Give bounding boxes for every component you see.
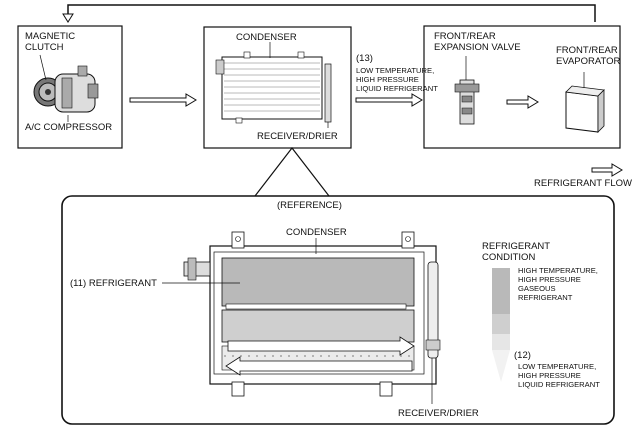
flow-arrow-3 bbox=[506, 95, 539, 109]
refrigerant-condition-scale bbox=[492, 268, 510, 382]
reference-condenser-label: CONDENSER bbox=[286, 227, 347, 238]
flow-arrow-2 bbox=[355, 93, 423, 107]
refrigerant-flow-legend-arrow bbox=[591, 163, 623, 177]
condenser-detail-illustration bbox=[162, 231, 441, 404]
refrigerant-condition-label: REFRIGERANT CONDITION bbox=[482, 241, 551, 263]
high-temp-gas-label: HIGH TEMPERATURE, HIGH PRESSURE GASEOUS … bbox=[518, 266, 598, 302]
refrigerant-flow-label: REFRIGERANT FLOW bbox=[534, 178, 632, 189]
callout-13-label: (13) bbox=[356, 53, 373, 64]
expansion-valve-illustration bbox=[454, 56, 480, 125]
low-temp-liquid-label: LOW TEMPERATURE, HIGH PRESSURE LIQUID RE… bbox=[356, 66, 438, 93]
ac-compressor-illustration bbox=[33, 54, 99, 122]
evaporator-illustration bbox=[565, 72, 605, 133]
refrigerant-11-label: (11) REFRIGERANT bbox=[70, 278, 157, 289]
receiver-drier-illustration bbox=[427, 261, 439, 359]
ac-compressor-label: A/C COMPRESSOR bbox=[25, 122, 113, 133]
mixed-refrigerant-region bbox=[221, 309, 415, 343]
evaporator-label: FRONT/REAR EVAPORATOR bbox=[556, 45, 621, 67]
condenser-illustration bbox=[215, 42, 332, 128]
receiver-drier-label: RECEIVER/DRIER bbox=[257, 131, 338, 142]
magnetic-clutch-label: MAGNETIC CLUTCH bbox=[25, 31, 76, 53]
gas-refrigerant-region bbox=[221, 257, 415, 307]
callout-12-label: (12) bbox=[514, 350, 531, 361]
low-temp-liquid-reference-label: LOW TEMPERATURE, HIGH PRESSURE LIQUID RE… bbox=[518, 362, 600, 389]
reference-callout-wedge bbox=[254, 147, 330, 197]
reference-title: (REFERENCE) bbox=[277, 200, 342, 211]
reference-receiver-drier-label: RECEIVER/DRIER bbox=[398, 408, 479, 419]
condenser-label: CONDENSER bbox=[236, 32, 297, 43]
return-flow-arrow bbox=[62, 4, 596, 23]
expansion-valve-label: FRONT/REAR EXPANSION VALVE bbox=[434, 31, 521, 53]
flow-arrow-1 bbox=[129, 93, 197, 107]
